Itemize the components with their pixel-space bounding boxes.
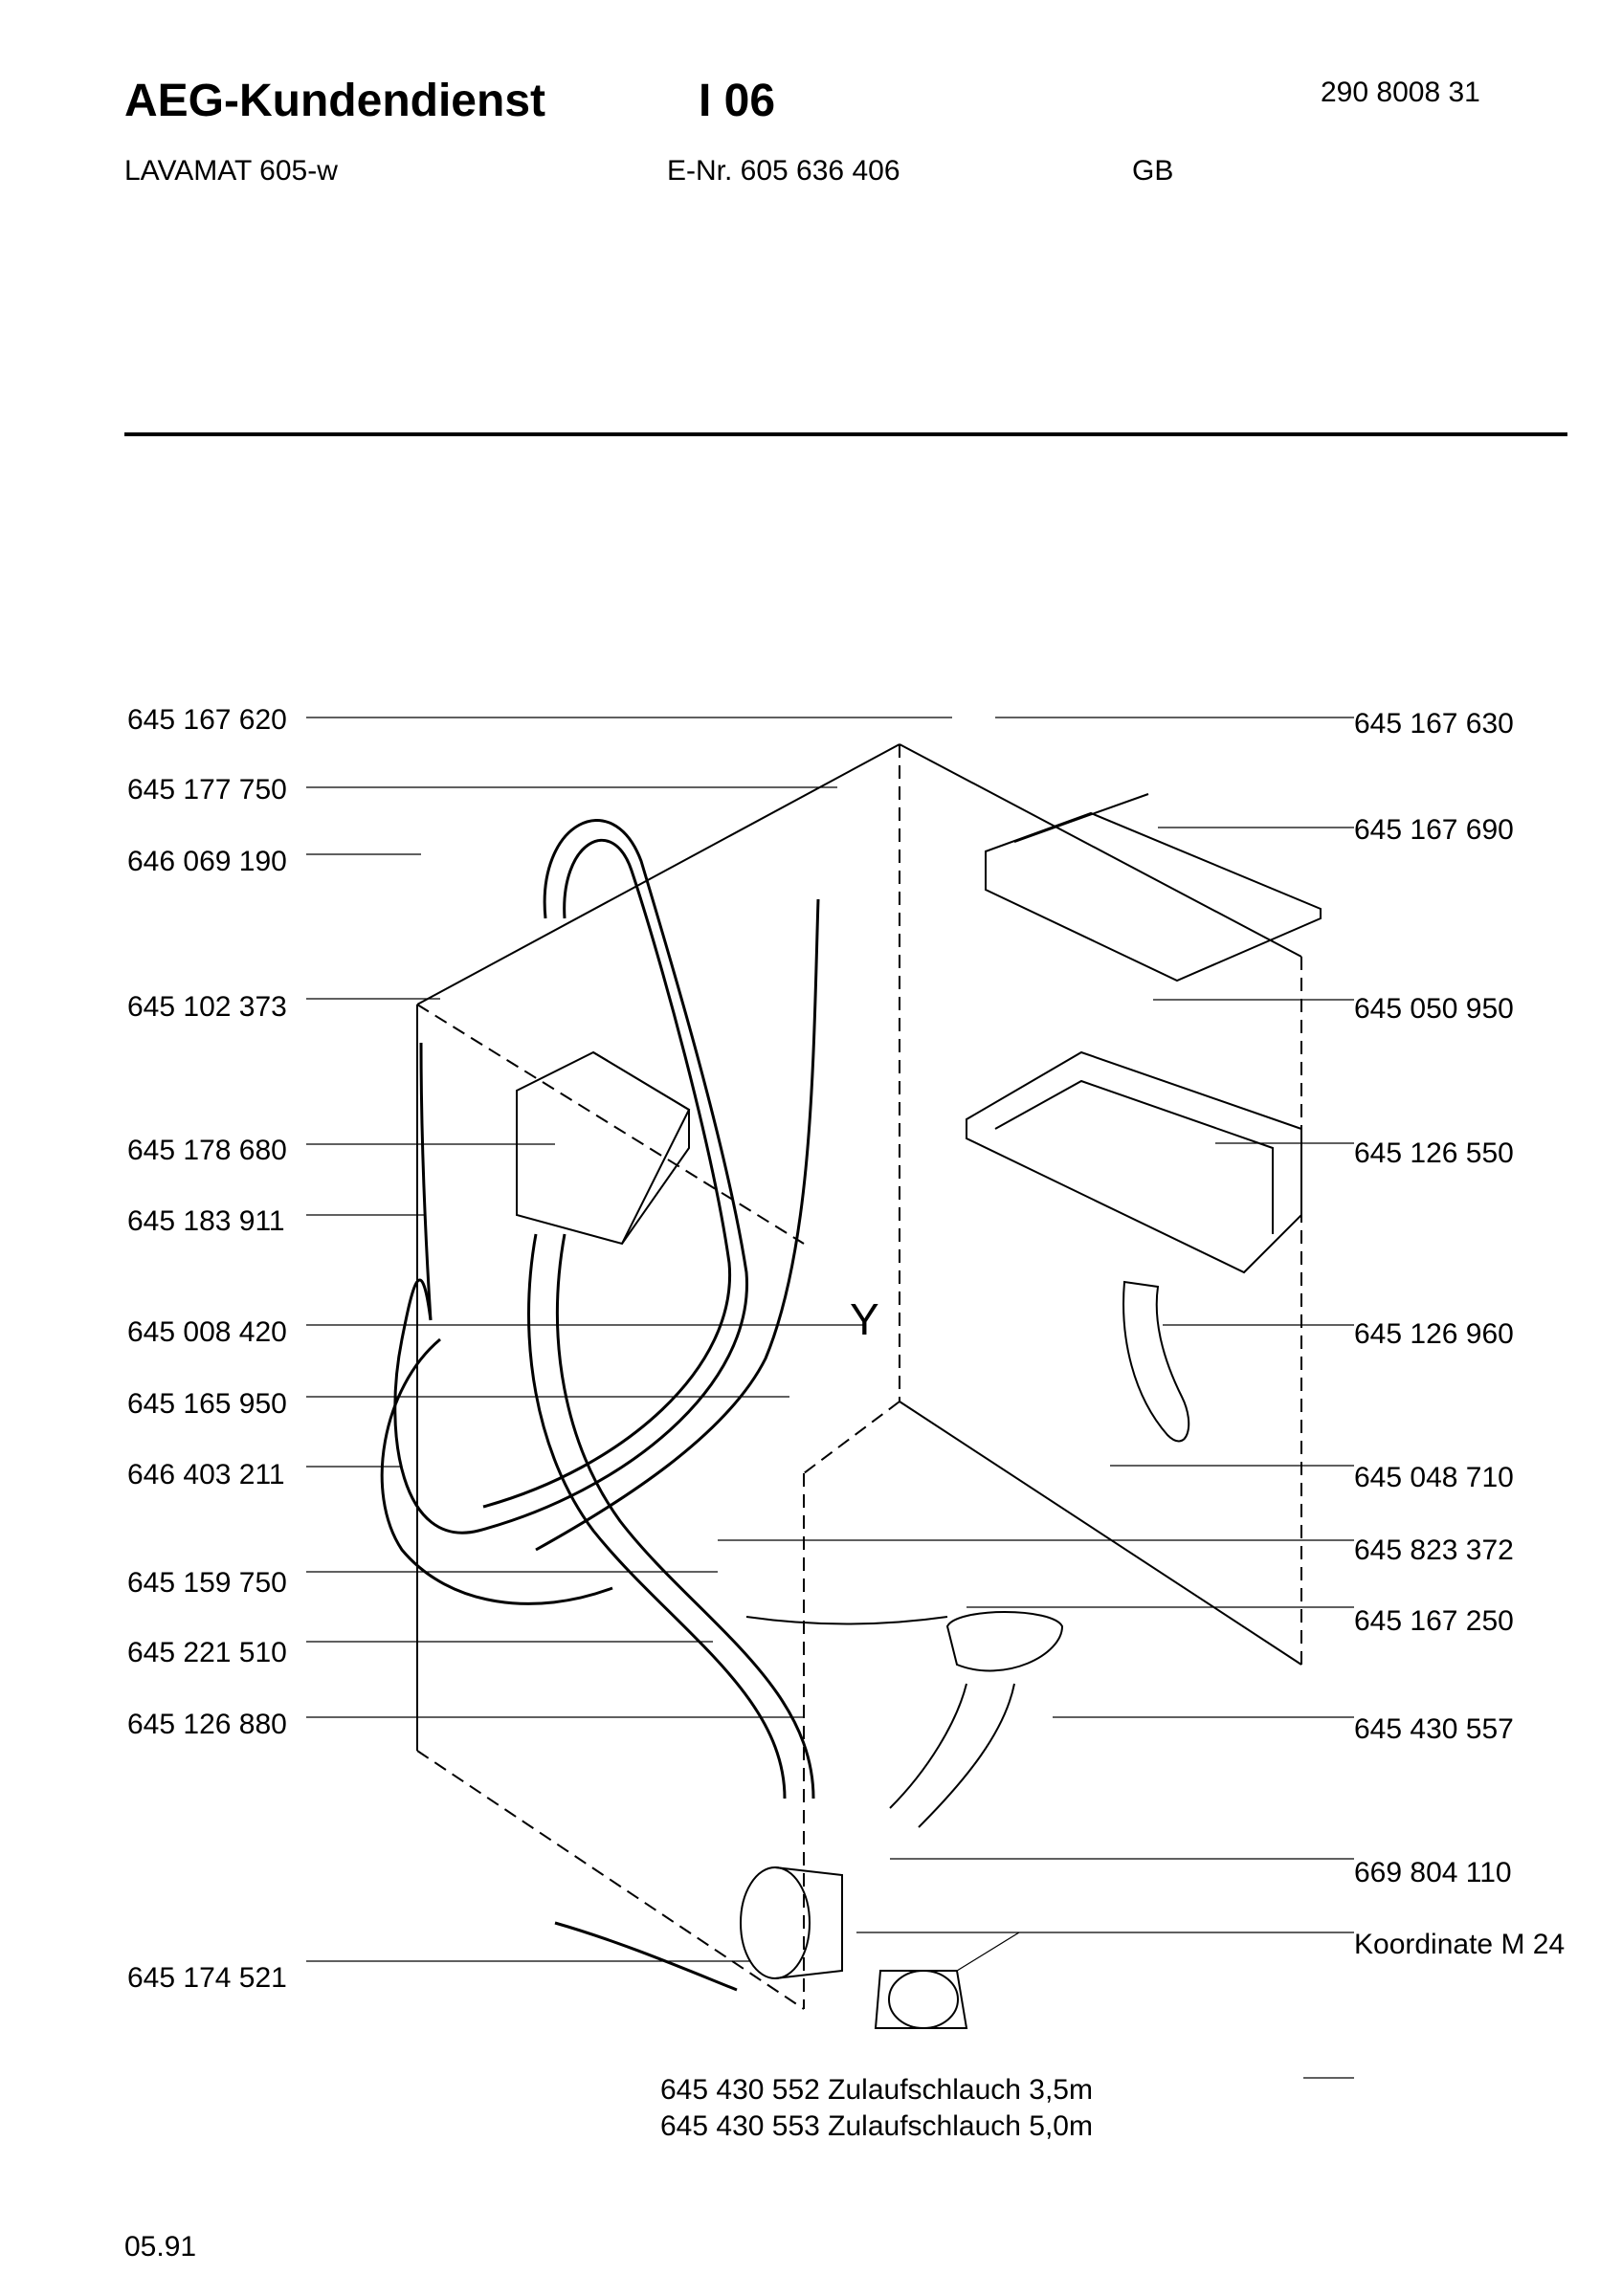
detergent-drawer [985,793,1322,982]
part-label-right: 645 430 557 [1354,1713,1514,1745]
part-label-right: 645 167 250 [1354,1605,1514,1637]
part-label-right: 645 126 550 [1354,1137,1514,1169]
part-label-right: 645 048 710 [1354,1462,1514,1493]
leader-lines-left [306,717,952,1962]
country-code: GB [1132,155,1174,187]
part-label-left: 646 403 211 [127,1459,285,1490]
part-label-right: 645 167 690 [1354,814,1514,846]
part-label-left: 645 177 750 [127,774,287,806]
part-label-left: 645 167 620 [127,704,287,736]
section-code: I 06 [699,76,776,126]
model-name: LAVAMAT 605-w [124,155,338,187]
brand-title: AEG-Kundendienst [124,76,545,126]
cabinet-frame [416,743,1302,2010]
tub-connector [1122,1280,1190,1443]
part-label-left: 645 183 911 [127,1205,285,1237]
part-label-left: 645 102 373 [127,991,287,1023]
part-label-left: 645 165 950 [127,1388,287,1420]
drain-hose [527,1233,815,1799]
part-label-left: 646 069 190 [127,846,287,877]
loose-hose [554,1921,738,1992]
part-label-right: Koordinate M 24 [1354,1929,1566,1960]
e-number: E-Nr. 605 636 406 [667,155,900,187]
part-label-right: 645 126 960 [1354,1318,1514,1350]
rear-tank-block [516,1050,691,1246]
sump-and-pump [740,1611,1064,2029]
inlet-hoses [380,819,820,1605]
part-label-left: 645 174 521 [127,1962,287,1994]
part-label-left: 645 126 880 [127,1709,287,1740]
header-rule [124,432,1567,436]
part-label-left: 645 221 510 [127,1637,287,1668]
part-label-right: 645 050 950 [1354,993,1514,1025]
document-number: 290 8008 31 [1321,77,1480,108]
revision-date: 05.91 [124,2231,197,2263]
inlet-hose-note: 645 430 552 Zulaufschlauch 3,5m [660,2074,1093,2106]
inlet-hose-note: 645 430 553 Zulaufschlauch 5,0m [660,2110,1093,2142]
part-label-left: 645 008 420 [127,1316,287,1348]
leader-lines-right [718,717,1354,2079]
drawer-tray [966,1050,1302,1274]
part-label-right: 645 823 372 [1354,1534,1514,1566]
part-label-right: 669 804 110 [1354,1857,1512,1888]
part-label-right: 645 167 630 [1354,708,1514,740]
part-label-left: 645 159 750 [127,1567,287,1599]
part-label-left: 645 178 680 [127,1135,287,1166]
y-piece-glyph: Y [850,1294,879,1344]
